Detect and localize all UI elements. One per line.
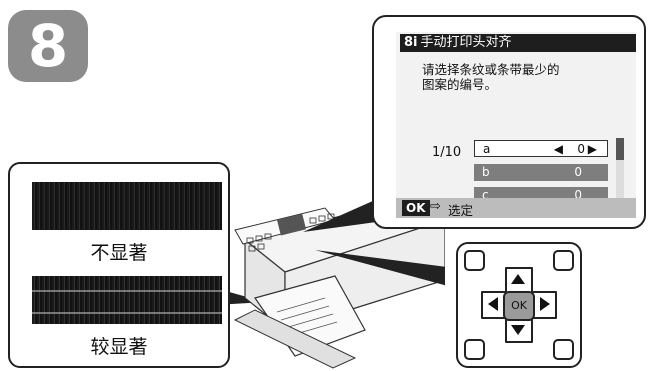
print-sample-streaked bbox=[32, 276, 222, 324]
dpad-callout: OK bbox=[456, 242, 582, 368]
right-triangle-icon: ▶ bbox=[587, 142, 597, 156]
scrollbar-thumb[interactable] bbox=[616, 138, 624, 160]
print-sample-uniform bbox=[32, 182, 222, 230]
printer-illustration bbox=[215, 199, 445, 369]
option-value: 0 bbox=[574, 188, 582, 202]
left-arrow-button[interactable] bbox=[488, 297, 498, 311]
option-row-b[interactable]: b 0 bbox=[474, 164, 608, 181]
option-key: b bbox=[482, 165, 490, 179]
step-number-badge: 8 bbox=[8, 10, 88, 82]
print-head-icon: 8i bbox=[404, 35, 418, 50]
function-button-bottom-left[interactable] bbox=[464, 339, 485, 360]
lcd-page-indicator: 1/10 bbox=[432, 145, 462, 160]
pointer-wedge-lcd bbox=[303, 200, 391, 232]
ok-button[interactable]: OK bbox=[503, 291, 535, 321]
lcd-title: 手动打印头对齐 bbox=[420, 35, 512, 50]
option-key: a bbox=[483, 142, 491, 156]
label-more-noticeable: 较显著 bbox=[90, 336, 148, 358]
option-value: 0 bbox=[577, 142, 585, 156]
option-row-a[interactable]: a ◀ 0 ▶ bbox=[474, 140, 608, 157]
option-key: c bbox=[482, 188, 489, 202]
left-triangle-icon: ◀ bbox=[553, 142, 563, 156]
function-button-top-right[interactable] bbox=[553, 250, 574, 271]
function-button-bottom-right[interactable] bbox=[553, 339, 574, 360]
function-button-top-left[interactable] bbox=[464, 250, 485, 271]
lcd-instruction: 请选择条纹或条带最少的 图案的编号。 bbox=[422, 62, 560, 92]
option-value: 0 bbox=[574, 165, 582, 179]
right-arrow-button[interactable] bbox=[540, 297, 550, 311]
stripe-comparison-panel: 不显著 较显著 bbox=[8, 162, 230, 368]
lcd-footer: OK ⇨ 选定 bbox=[396, 198, 636, 218]
footer-select-label: 选定 bbox=[448, 203, 474, 218]
arrow-right-icon: ⇨ bbox=[430, 199, 441, 214]
label-less-noticeable: 不显著 bbox=[90, 242, 148, 264]
lcd-scrollbar[interactable] bbox=[616, 138, 624, 204]
down-arrow-button[interactable] bbox=[511, 325, 525, 335]
ok-key-badge: OK bbox=[402, 200, 430, 216]
up-arrow-button[interactable] bbox=[511, 274, 525, 284]
step-number: 8 bbox=[27, 12, 69, 80]
